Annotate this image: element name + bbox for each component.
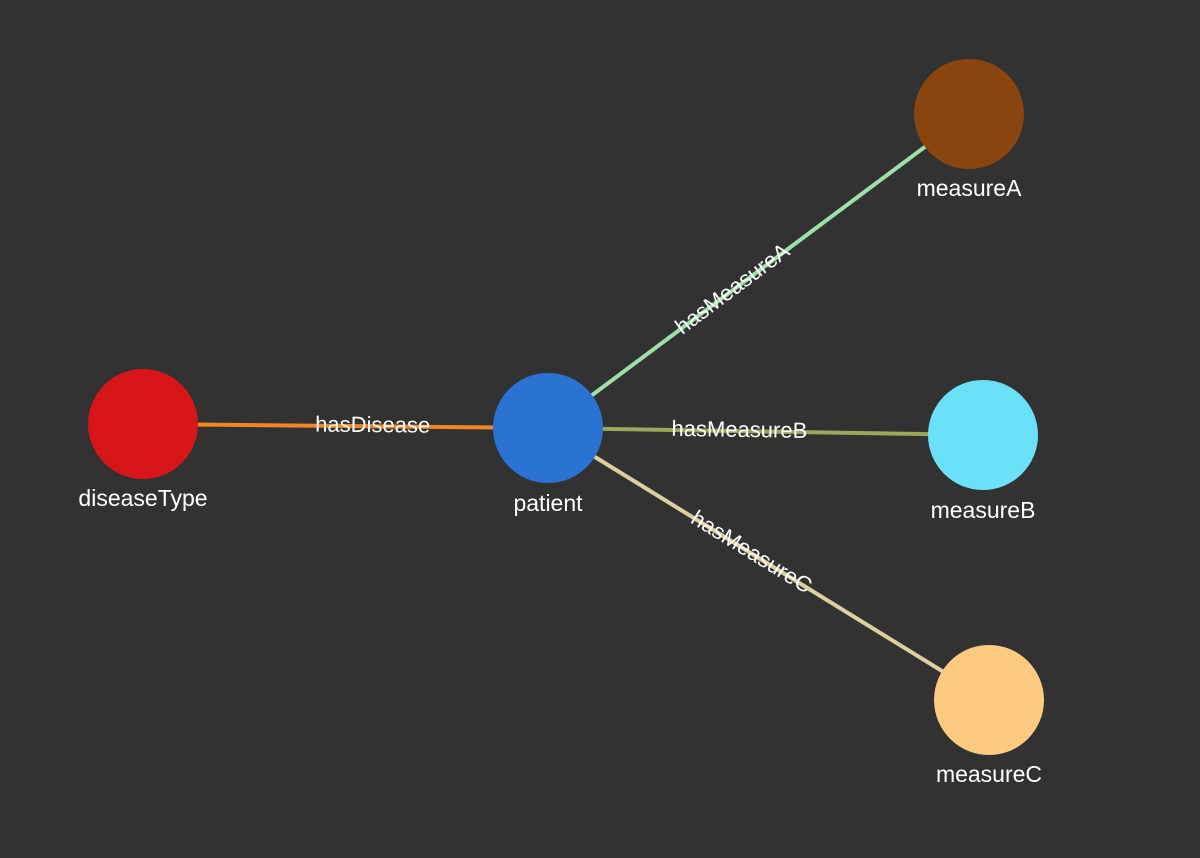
edge-label-hasMeasureB: hasMeasureB — [671, 416, 807, 443]
edge-label-hasDisease: hasDisease — [315, 412, 430, 438]
node-measureC[interactable]: measureC — [934, 645, 1044, 787]
node-measureB[interactable]: measureB — [928, 380, 1038, 523]
node-label-diseaseType: diseaseType — [78, 485, 207, 511]
node-patient[interactable]: patient — [493, 373, 603, 516]
node-circle-patient[interactable] — [493, 373, 603, 483]
edge-label-hasMeasureA: hasMeasureA — [670, 238, 794, 339]
node-circle-diseaseType[interactable] — [88, 369, 198, 479]
node-label-measureC: measureC — [936, 761, 1042, 787]
node-circle-measureA[interactable] — [914, 59, 1024, 169]
node-circle-measureB[interactable] — [928, 380, 1038, 490]
edges-layer — [142, 112, 991, 702]
edge-hasMeasureB[interactable] — [547, 426, 984, 437]
edge-hasDisease[interactable] — [142, 422, 549, 430]
node-label-measureB: measureB — [931, 497, 1036, 523]
node-diseaseType[interactable]: diseaseType — [78, 369, 208, 511]
node-measureA[interactable]: measureA — [914, 59, 1024, 201]
edge-label-hasMeasureC: hasMeasureC — [687, 505, 817, 598]
nodes-layer: diseaseType patient measureA measureB measur… — [78, 59, 1044, 787]
node-circle-measureC[interactable] — [934, 645, 1044, 755]
node-label-patient: patient — [513, 490, 583, 516]
edge-hasMeasureA[interactable] — [546, 112, 971, 430]
node-label-measureA: measureA — [917, 175, 1022, 201]
edge-hasMeasureC[interactable] — [546, 426, 991, 702]
